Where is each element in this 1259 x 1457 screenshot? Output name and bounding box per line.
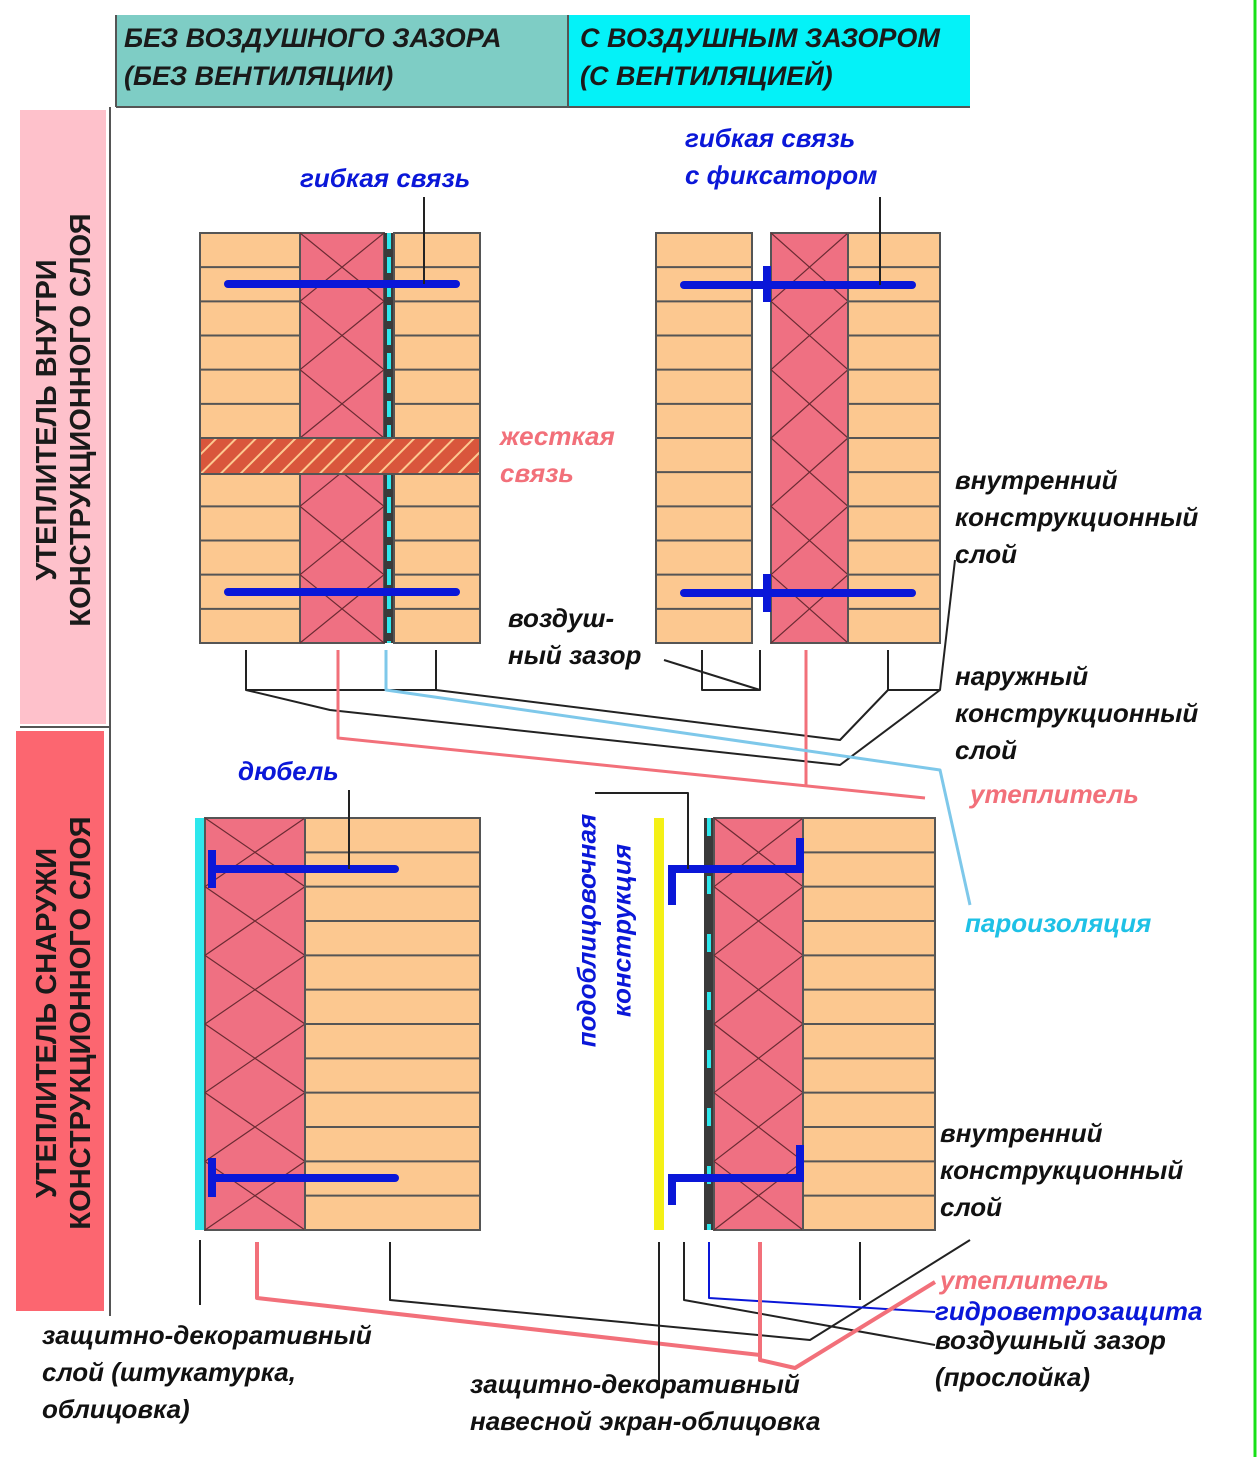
label-screen-1: защитно-декоративный xyxy=(470,1369,800,1399)
leader-tl-inner xyxy=(245,650,437,691)
label-rigid-tie-1: жесткая xyxy=(500,421,615,451)
label-outer-3: слой xyxy=(955,735,1018,765)
tr-insulation-cross xyxy=(770,232,849,644)
label-substructure-2: конструкция xyxy=(606,843,637,1018)
leader-vapor xyxy=(384,650,972,906)
row-outside-label: УТЕПЛИТЕЛЬ СНАРУЖИ КОНСТРУКЦИОННОГО СЛОЯ xyxy=(30,713,100,1333)
label-wind-barrier: гидроветрозащита xyxy=(935,1296,1203,1326)
header-gap-line1: С ВОЗДУШНЫМ ЗАЗОРОМ xyxy=(580,23,940,53)
header-no-gap-line2: (БЕЗ ВЕНТИЛЯЦИИ) xyxy=(124,61,394,91)
leader-air-gap-bot xyxy=(683,1242,936,1346)
label-air-gap-1: воздуш- xyxy=(508,603,615,633)
row-inside-label: УТЕПЛИТЕЛЬ ВНУТРИ КОНСТРУКЦИОННОГО СЛОЯ xyxy=(30,110,100,730)
label-outer-1: наружный xyxy=(955,661,1089,691)
br-wind-layer xyxy=(704,818,714,1230)
label-insulation-bot: утеплитель xyxy=(940,1265,1109,1295)
tr-insulation-bg xyxy=(770,232,849,644)
label-air-gap-bot-2: (прослойка) xyxy=(935,1362,1090,1392)
br-bracket-upper xyxy=(668,838,804,905)
header-no-gap-cell xyxy=(116,15,568,107)
leader-inner-bl xyxy=(389,1239,971,1341)
header-no-gap-line1: БЕЗ ВОЗДУШНОГО ЗАЗОРА xyxy=(124,23,502,53)
label-inner-bot-3: слой xyxy=(940,1192,1003,1222)
bl-insulation-cross xyxy=(204,817,306,1231)
row-inside-cell xyxy=(20,110,106,724)
label-inner-bot-2: конструкционный xyxy=(940,1155,1184,1185)
label-outer-2: конструкционный xyxy=(955,698,1199,728)
label-rigid-tie-2: связь xyxy=(500,458,574,488)
label-screen-2: навесной экран-облицовка xyxy=(470,1406,821,1436)
row-inside-line1: УТЕПЛИТЕЛЬ ВНУТРИ xyxy=(31,259,63,581)
label-insulation-top: утеплитель xyxy=(970,779,1139,809)
label-air-gap-bot-1: воздушный зазор xyxy=(935,1325,1166,1355)
label-flex-tie: гибкая связь xyxy=(300,163,471,193)
leader-air-gap-2 xyxy=(663,659,761,691)
label-plaster-1: защитно-декоративный xyxy=(42,1320,372,1350)
header-gap-cell xyxy=(568,15,970,107)
leader-outer-layer xyxy=(435,650,889,741)
br-bracket-lower xyxy=(668,1145,804,1205)
label-inner-top-2: конструкционный xyxy=(955,502,1199,532)
label-dowel: дюбель xyxy=(238,756,339,786)
leader-wind-barrier xyxy=(708,1242,936,1313)
label-inner-top-3: слой xyxy=(955,539,1018,569)
label-vapor-barrier: пароизоляция xyxy=(965,908,1152,938)
header-gap-line2: (С ВЕНТИЛЯЦИЕЙ) xyxy=(580,61,833,91)
label-inner-bot-1: внутренний xyxy=(940,1118,1103,1148)
leader-insulation-top-tl xyxy=(336,650,926,800)
label-plaster-3: облицовка) xyxy=(42,1394,190,1424)
leader-substructure xyxy=(595,792,689,869)
label-substructure-1: подоблицовочная xyxy=(571,813,602,1048)
leader-outer-layer-2 xyxy=(245,689,941,766)
row-inside-line2: КОНСТРУКЦИОННОГО СЛОЯ xyxy=(65,213,97,627)
row-outside-line1: УТЕПЛИТЕЛЬ СНАРУЖИ xyxy=(31,847,63,1199)
label-flex-tie-fix-1: гибкая связь xyxy=(685,123,856,153)
bl-insulation-bg xyxy=(204,817,306,1231)
br-insulation-bg xyxy=(713,817,804,1231)
tl-rigid-tie xyxy=(199,437,481,475)
leader-air-gap xyxy=(701,650,761,691)
leader-insulation-bl xyxy=(255,1242,761,1357)
label-flex-tie-fix-2: с фиксатором xyxy=(685,160,878,190)
leader-insulation-br xyxy=(758,1242,937,1370)
leader-inner-top xyxy=(888,559,956,691)
label-plaster-2: слой (штукатурка, xyxy=(42,1357,296,1387)
label-inner-top-1: внутренний xyxy=(955,465,1118,495)
br-insulation-cross xyxy=(713,817,804,1231)
label-air-gap-2: ный зазор xyxy=(508,640,642,670)
row-outside-line2: КОНСТРУКЦИОННОГО СЛОЯ xyxy=(65,816,97,1230)
row-outside-cell xyxy=(16,731,104,1311)
